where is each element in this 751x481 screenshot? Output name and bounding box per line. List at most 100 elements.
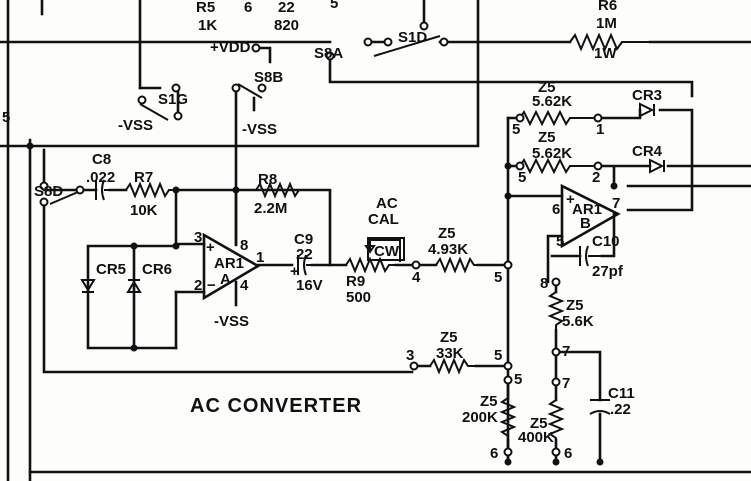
- svg-text:−: −: [207, 277, 216, 294]
- label-r9-value: 500: [346, 289, 371, 306]
- resistor-z5-33k: [429, 357, 476, 375]
- label-r9: R9: [346, 273, 365, 290]
- label-cr5: CR5: [96, 261, 126, 278]
- resistor-z5-56k: [547, 291, 565, 330]
- label-ar1b-pin5: 5: [556, 233, 564, 250]
- label-z5-33k-pin3: 3: [406, 347, 414, 364]
- label-z5-562k-b-pin5: 5: [518, 169, 526, 186]
- label-s8a: S8A: [314, 45, 343, 62]
- label-z5-200k: Z5: [480, 393, 498, 410]
- label-z5-33k-value: 33K: [436, 345, 464, 362]
- label-22-top: 22: [278, 0, 295, 16]
- diode-cr6: [126, 279, 142, 293]
- label-z5-493k-pin: 5: [494, 269, 502, 286]
- label-cr4: CR4: [632, 143, 663, 160]
- label-node-4: 4: [412, 269, 421, 286]
- resistor-z5-493k: [435, 256, 478, 274]
- label-z5-562k-b-pin2: 2: [592, 169, 600, 186]
- label-z5-56k-value: 5.6K: [562, 313, 594, 330]
- label-node-6a: 6: [490, 445, 498, 462]
- diode-cr5: [80, 279, 96, 293]
- resistor-z5-562k-a: [519, 109, 598, 127]
- label-ac: AC: [376, 195, 398, 212]
- label-ar1a-pin1: 1: [256, 249, 264, 266]
- label-r5-value: 1K: [198, 17, 217, 34]
- junctions: [26, 113, 618, 466]
- label-z5-562k-b: Z5: [538, 129, 556, 146]
- label-r8: R8: [258, 171, 277, 188]
- label-z5-33k: Z5: [440, 329, 458, 346]
- resistor-z5-200k: [499, 397, 517, 440]
- labels: R5 1K 6 22 820 5 R6 1M 1W S1D S8A +VDD S…: [2, 0, 663, 462]
- label-r6-watt: 1W: [594, 45, 617, 62]
- label-vss-3: -VSS: [214, 313, 249, 330]
- label-z5-562k-a-pin5: 5: [512, 121, 520, 138]
- label-node-6b: 6: [564, 445, 572, 462]
- label-z5-56k: Z5: [566, 297, 584, 314]
- label-c11: C11: [608, 385, 635, 402]
- label-z5-493k: Z5: [438, 225, 456, 242]
- label-ar1a: AR1: [214, 255, 244, 272]
- label-r8-value: 2.2M: [254, 200, 287, 217]
- resistor-r8: [255, 181, 300, 199]
- label-vdd: +VDD: [210, 39, 251, 56]
- label-z5-562k-a-value: 5.62K: [532, 93, 572, 110]
- label-c9-value: 22: [296, 246, 313, 263]
- label-c9-voltage: 16V: [296, 277, 323, 294]
- resistors: [125, 32, 650, 440]
- label-ar1b-pin6: 6: [552, 201, 560, 218]
- label-s1g: S1G: [158, 91, 188, 108]
- label-node-7a: 7: [562, 343, 570, 360]
- resistor-z5-562k-b: [519, 157, 598, 175]
- label-five-top: 5: [330, 0, 338, 12]
- svg-text:+: +: [566, 191, 575, 208]
- label-cw: CW: [374, 243, 400, 260]
- diodes: [80, 102, 665, 293]
- svg-text:+: +: [206, 239, 215, 256]
- label-z5-562k-b-value: 5.62K: [532, 145, 572, 162]
- label-r7: R7: [134, 169, 153, 186]
- label-cr6: CR6: [142, 261, 172, 278]
- label-vss-2: -VSS: [242, 121, 277, 138]
- capacitors: +: [95, 179, 611, 415]
- capacitor-c9: [297, 254, 312, 276]
- label-vss-1: -VSS: [118, 117, 153, 134]
- label-s8b: S8B: [254, 69, 283, 86]
- label-c10-value: 27pf: [592, 263, 624, 280]
- label-node-5b: 5: [514, 371, 522, 388]
- capacitor-c8: [95, 179, 110, 201]
- label-s8d: S8D: [34, 183, 63, 200]
- label-c11-value: .22: [610, 401, 631, 418]
- label-ar1a-pin4: 4: [240, 277, 249, 294]
- capacitor-c10: [579, 245, 602, 267]
- label-r7-value: 10K: [130, 202, 158, 219]
- switches: [39, 21, 449, 207]
- label-z5-400k-value: 400K: [518, 429, 554, 446]
- label-z5-33k-pin5: 5: [494, 347, 502, 364]
- label-ar1b-pin7: 7: [612, 195, 620, 212]
- label-z5-200k-value: 200K: [462, 409, 498, 426]
- label-cal: CAL: [368, 211, 399, 228]
- op-amps: + − +: [202, 183, 621, 301]
- label-ar1a-sub: A: [220, 271, 231, 288]
- label-z5-400k: Z5: [530, 415, 548, 432]
- svg-text:+: +: [290, 263, 299, 280]
- label-c9: C9: [294, 231, 313, 248]
- op-amp-ar1b: [560, 183, 621, 249]
- resistor-r7: [125, 181, 176, 199]
- label-ar1a-pin3: 3: [194, 229, 202, 246]
- label-ar1b-sub: B: [580, 215, 591, 232]
- label-r6: R6: [598, 0, 617, 14]
- label-z5-562k-a-pin1: 1: [596, 121, 604, 138]
- resistor-r6: [569, 32, 650, 52]
- label-c10: C10: [592, 233, 620, 250]
- label-s1d: S1D: [398, 29, 427, 46]
- label-six-top: 6: [244, 0, 252, 16]
- label-cr3: CR3: [632, 87, 662, 104]
- label-z5-493k-value: 4.93K: [428, 241, 468, 258]
- label-ar1a-pin2: 2: [194, 277, 202, 294]
- label-left-5: 5: [2, 109, 10, 126]
- label-r6-value: 1M: [596, 15, 617, 32]
- label-node-8: 8: [540, 275, 548, 292]
